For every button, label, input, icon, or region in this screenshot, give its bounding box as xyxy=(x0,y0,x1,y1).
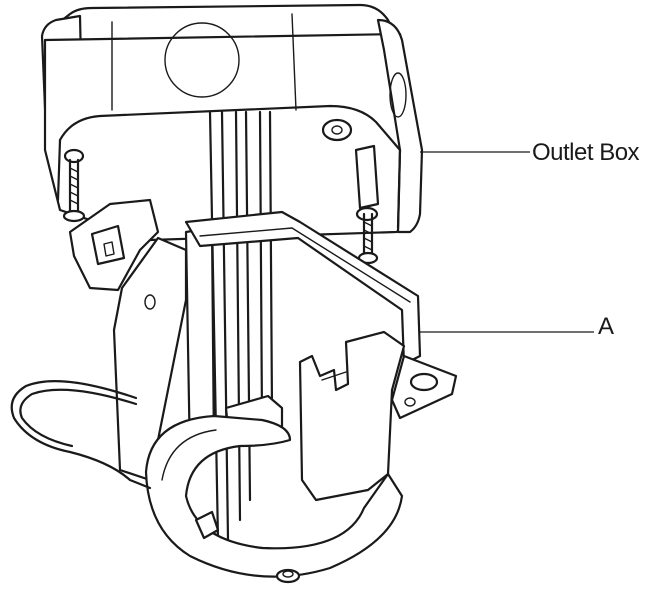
outlet-box-label: Outlet Box xyxy=(532,139,640,166)
mounting-bracket xyxy=(68,198,458,584)
part-a-label: A xyxy=(598,313,614,340)
wires xyxy=(208,110,274,542)
outlet-box xyxy=(40,3,424,242)
mounting-screw-left xyxy=(62,148,86,223)
mounting-screw-right xyxy=(357,212,379,265)
ground-wire xyxy=(10,380,152,490)
